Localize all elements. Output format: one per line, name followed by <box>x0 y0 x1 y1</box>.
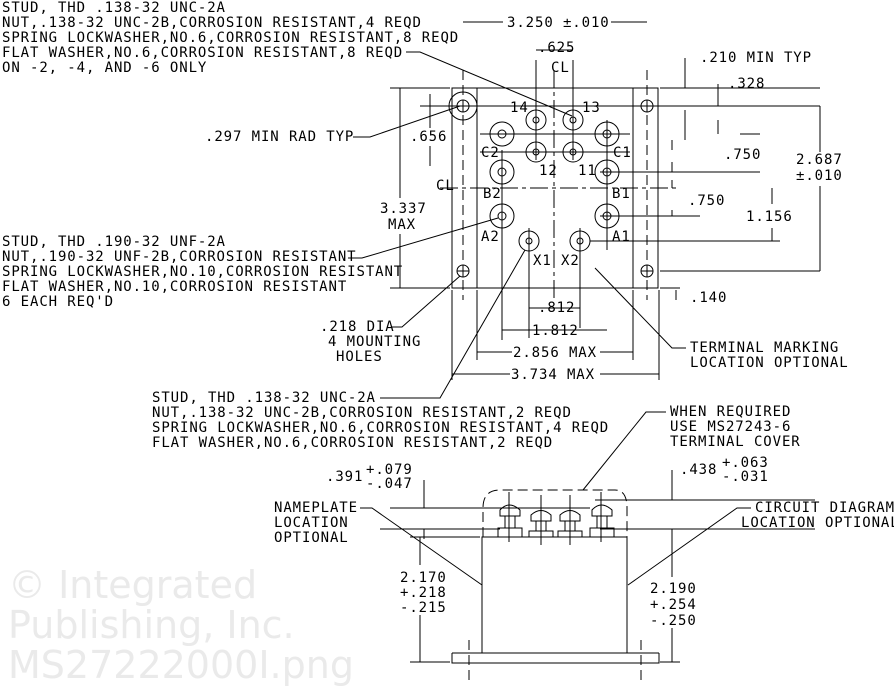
notes-circuit_diagram-0-text: CIRCUIT DIAGRAM <box>755 500 894 516</box>
dimensions-d2856-text: 2.856 MAX <box>513 345 597 361</box>
terminals-t14-text: 14 <box>510 100 529 116</box>
side-view <box>380 489 815 685</box>
dimensions-d140-text: .140 <box>690 290 727 306</box>
terminals-t11-text: 11 <box>578 163 597 179</box>
dimensions-d3250-text: 3.250 ±.010 <box>507 15 610 31</box>
terminals <box>420 60 820 340</box>
note-circuit-diagram: CIRCUIT DIAGRAM LOCATION OPTIONAL <box>627 500 894 586</box>
dimensions-d2687-1-text: ±.010 <box>796 168 843 184</box>
dimensions-d656-text: .656 <box>410 129 447 145</box>
notes-terminal_cover-2-text: TERMINAL COVER <box>670 434 801 450</box>
top-view: 14 13 C2 C1 12 11 B2 B1 A2 A1 X1 X2 CL C… <box>420 60 820 340</box>
notes-stud_138_2-3-text: FLAT WASHER,NO.6,CORROSION RESISTANT,2 R… <box>152 435 553 451</box>
dimensions-d3337-1-text: MAX <box>388 217 416 233</box>
dimensions-d2190-1-text: +.254 <box>650 597 697 613</box>
notes-stud_138_2-0-text: STUD, THD .138-32 UNC-2A <box>152 390 376 406</box>
note-stud-138-4: STUD, THD .138-32 UNC-2A NUT,.138-32 UNC… <box>2 0 573 117</box>
dimensions-d1812-text: 1.812 <box>532 323 579 339</box>
dimensions-d438-1-text: +.063 <box>722 455 769 471</box>
dimensions-d2190-2-text: -.250 <box>650 613 697 629</box>
dimensions-d625-text: .625 <box>538 40 575 56</box>
note-terminal-marking: TERMINAL MARKING LOCATION OPTIONAL <box>594 267 849 371</box>
notes-min_rad-text: .297 MIN RAD TYP <box>205 129 354 145</box>
watermark-line-2: Publishing, Inc. <box>8 603 295 647</box>
note-terminal-cover: WHEN REQUIRED USE MS27243-6 TERMINAL COV… <box>582 404 801 491</box>
notes-stud_190-4-text: 6 EACH REQ'D <box>2 294 114 310</box>
notes-stud_190-0-text: STUD, THD .190-32 UNF-2A <box>2 234 226 250</box>
notes-stud_138_4-4-text: ON -2, -4, AND -6 ONLY <box>2 60 207 76</box>
terminals-a1-text: A1 <box>612 229 631 245</box>
notes-terminal_marking-1-text: LOCATION OPTIONAL <box>690 355 849 371</box>
notes-stud_190-1-text: NUT,.190-32 UNF-2B,CORROSION RESISTANT <box>2 249 357 265</box>
dimensions-d2170-2-text: -.215 <box>400 600 447 616</box>
dimensions-d750b-text: .750 <box>688 193 725 209</box>
dimensions-d2190-0-text: 2.190 <box>650 581 697 597</box>
dimensions-d328-text: .328 <box>728 76 765 92</box>
terminals-t12-text: 12 <box>539 163 558 179</box>
notes-nameplate-2-text: OPTIONAL <box>274 530 349 546</box>
notes-stud_138_4-0-text: STUD, THD .138-32 UNC-2A <box>2 0 226 16</box>
dimensions-d391-1-text: +.079 <box>366 462 413 478</box>
watermark-line-1: © Integrated <box>8 563 257 607</box>
dimensions-d750a-text: .750 <box>724 147 761 163</box>
dimensions-d438-2-text: -.031 <box>722 469 769 485</box>
notes-stud_190-2-text: SPRING LOCKWASHER,NO.10,CORROSION RESIST… <box>2 264 403 280</box>
notes-mounting_holes-0-text: .218 DIA <box>320 319 395 335</box>
notes-stud_138_4-3-text: FLAT WASHER,NO.6,CORROSION RESISTANT,8 R… <box>2 45 403 61</box>
notes-stud_138_2-1-text: NUT,.138-32 UNC-2B,CORROSION RESISTANT,2… <box>152 405 572 421</box>
notes-terminal_marking-0-text: TERMINAL MARKING <box>690 340 839 356</box>
note-stud-190: STUD, THD .190-32 UNF-2A NUT,.190-32 UNF… <box>2 217 499 310</box>
notes-stud_138_4-1-text: NUT,.138-32 UNC-2B,CORROSION RESISTANT,4… <box>2 15 422 31</box>
dimensions-d1156-text: 1.156 <box>746 209 793 225</box>
terminals-c2-text: C2 <box>481 145 500 161</box>
note-mounting-holes: .218 DIA 4 MOUNTING HOLES <box>320 275 461 365</box>
notes-nameplate-1-text: LOCATION <box>274 515 349 531</box>
centerline-vertical-label: CL <box>551 60 570 76</box>
studs <box>497 492 615 545</box>
note-stud-138-2: STUD, THD .138-32 UNC-2A NUT,.138-32 UNC… <box>152 249 609 451</box>
dimensions-d2687-0-text: 2.687 <box>796 152 843 168</box>
notes-mounting_holes-2-text: HOLES <box>336 349 383 365</box>
notes-mounting_holes-1-text: 4 MOUNTING <box>328 334 421 350</box>
notes-nameplate-0-text: NAMEPLATE <box>274 500 358 516</box>
dimensions-d2170-0-text: 2.170 <box>400 570 447 586</box>
note-nameplate: NAMEPLATE LOCATION OPTIONAL <box>274 500 483 586</box>
terminals-x2-text: X2 <box>561 253 580 269</box>
dimensions-d3734-text: 3.734 MAX <box>511 367 595 383</box>
notes-terminal_cover-0-text: WHEN REQUIRED <box>670 404 791 420</box>
dimensions-d2170-1-text: +.218 <box>400 585 447 601</box>
notes-stud_138_4-2-text: SPRING LOCKWASHER,NO.6,CORROSION RESISTA… <box>2 30 459 46</box>
terminals-b1-text: B1 <box>612 186 631 202</box>
centerline-horizontal-label: CL <box>436 178 455 194</box>
notes-stud_190-3-text: FLAT WASHER,NO.10,CORROSION RESISTANT <box>2 279 347 295</box>
dimensions-d3337-0-text: 3.337 <box>380 201 427 217</box>
top-view-dimensions: 3.250 ±.010 .625 .210 MIN TYP .328 .656 … <box>205 15 843 383</box>
terminals-c1-text: C1 <box>613 145 632 161</box>
dimensions-d438-0-text: .438 <box>680 462 717 478</box>
dimensions-d812-text: .812 <box>538 300 575 316</box>
side-view-dimensions: .391 +.079 -.047 .438 +.063 -.031 2.170 … <box>326 455 769 663</box>
notes-stud_138_2-2-text: SPRING LOCKWASHER,NO.6,CORROSION RESISTA… <box>152 420 609 436</box>
watermark-line-3: MS27222000I.png <box>8 643 354 687</box>
watermark: © Integrated Publishing, Inc. MS27222000… <box>8 563 354 687</box>
terminals-a2-text: A2 <box>481 229 500 245</box>
notes-circuit_diagram-1-text: LOCATION OPTIONAL <box>741 515 894 531</box>
notes-terminal_cover-1-text: USE MS27243-6 <box>670 419 791 435</box>
terminal-labels: 14 13 C2 C1 12 11 B2 B1 A2 A1 X1 X2 CL C… <box>436 60 632 269</box>
terminals-x1-text: X1 <box>533 253 552 269</box>
terminals-t13-text: 13 <box>582 100 601 116</box>
dimensions-d391-2-text: -.047 <box>366 476 413 492</box>
dimensions-d391-0-text: .391 <box>326 469 363 485</box>
terminals-b2-text: B2 <box>483 186 502 202</box>
dimensions-d210-text: .210 MIN TYP <box>700 50 812 66</box>
